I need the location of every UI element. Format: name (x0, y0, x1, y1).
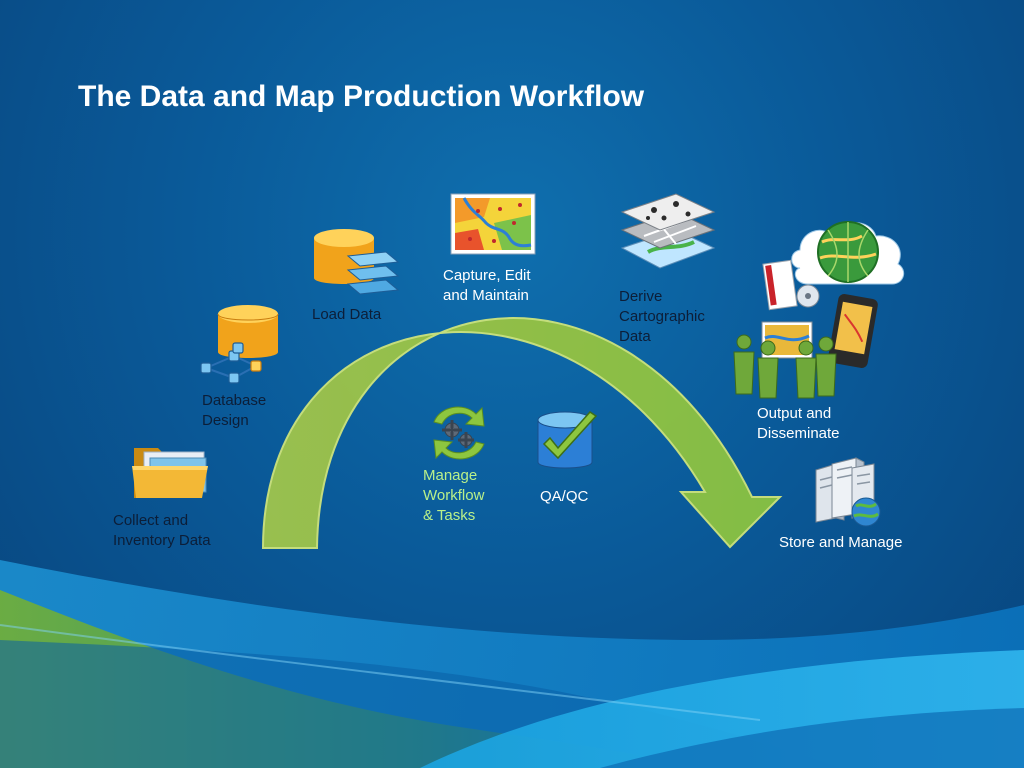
step-load-data-label: Load Data (312, 306, 382, 323)
step-qaqc-label: QA/QC (540, 488, 589, 505)
step-capture-label: Capture, Edit and Maintain (443, 267, 531, 304)
database-check-icon (537, 411, 598, 469)
folder-icon (132, 448, 208, 498)
database-network-icon (200, 305, 279, 384)
globe-devices-people-icon (733, 221, 905, 399)
map-icon (450, 193, 536, 255)
gears-cycle-icon (433, 406, 485, 460)
workflow-arrow-shape (261, 317, 783, 549)
step-output-label: Output and Disseminate (757, 405, 840, 442)
step-collect-label: Collect and Inventory Data (113, 512, 211, 549)
map-layers-icon (620, 193, 716, 269)
step-derive-label: Derive Cartographic Data (619, 288, 705, 345)
step-database-design-label: Database Design (202, 392, 267, 429)
step-manage-label: Manage Workflow & Tasks (423, 467, 485, 524)
database-layers-icon (314, 229, 400, 295)
step-store-label: Store and Manage (779, 534, 903, 551)
page-title: The Data and Map Production Workflow (78, 80, 645, 113)
server-globe-icon (815, 457, 881, 527)
